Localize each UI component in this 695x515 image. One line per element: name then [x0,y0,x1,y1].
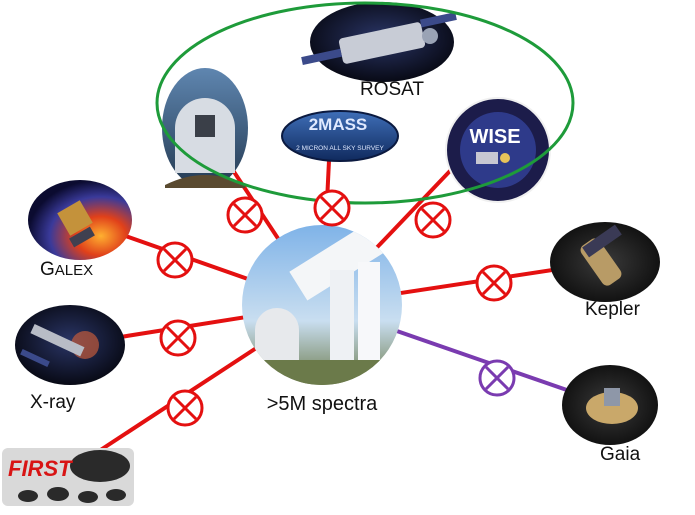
wise-logo: WISE [445,97,551,203]
crossmatch-marker [475,264,513,302]
observatory-image [162,68,248,188]
galex-label: GALEX [40,259,93,280]
xray-label: X-ray [30,392,76,413]
gaia-label: Gaia [600,444,641,465]
wise-badge-text: WISE [469,126,520,148]
rosat-image [301,2,457,82]
crossmatch-marker-gaia [478,359,516,397]
twomass-logo: 2MASS 2 MICRON ALL SKY SURVEY [281,110,399,162]
first-logo: FIRST [2,448,134,506]
galex-label-rest: ALEX [55,262,93,279]
xray-image [15,305,125,385]
first-logo-text: FIRST [8,456,73,481]
galex-image [28,180,132,260]
kepler-image [550,222,660,302]
kepler-label: Kepler [585,299,641,320]
lamost-image [242,225,402,385]
crossmatch-marker [313,189,351,227]
crossmatch-marker [226,196,264,234]
twomass-badge-text: 2MASS [309,115,368,134]
rosat-label: ROSAT [360,79,424,100]
twomass-ring-text: 2 MICRON ALL SKY SURVEY [296,145,384,152]
crossmatch-marker [414,201,452,239]
crossmatch-marker [166,389,204,427]
center-label: >5M spectra [267,393,378,415]
crossmatch-marker [156,241,194,279]
survey-group-ring [155,1,575,205]
gaia-image [562,365,658,445]
crossmatch-markers [156,189,516,427]
galex-label-cap: G [40,259,55,280]
crossmatch-marker [159,319,197,357]
